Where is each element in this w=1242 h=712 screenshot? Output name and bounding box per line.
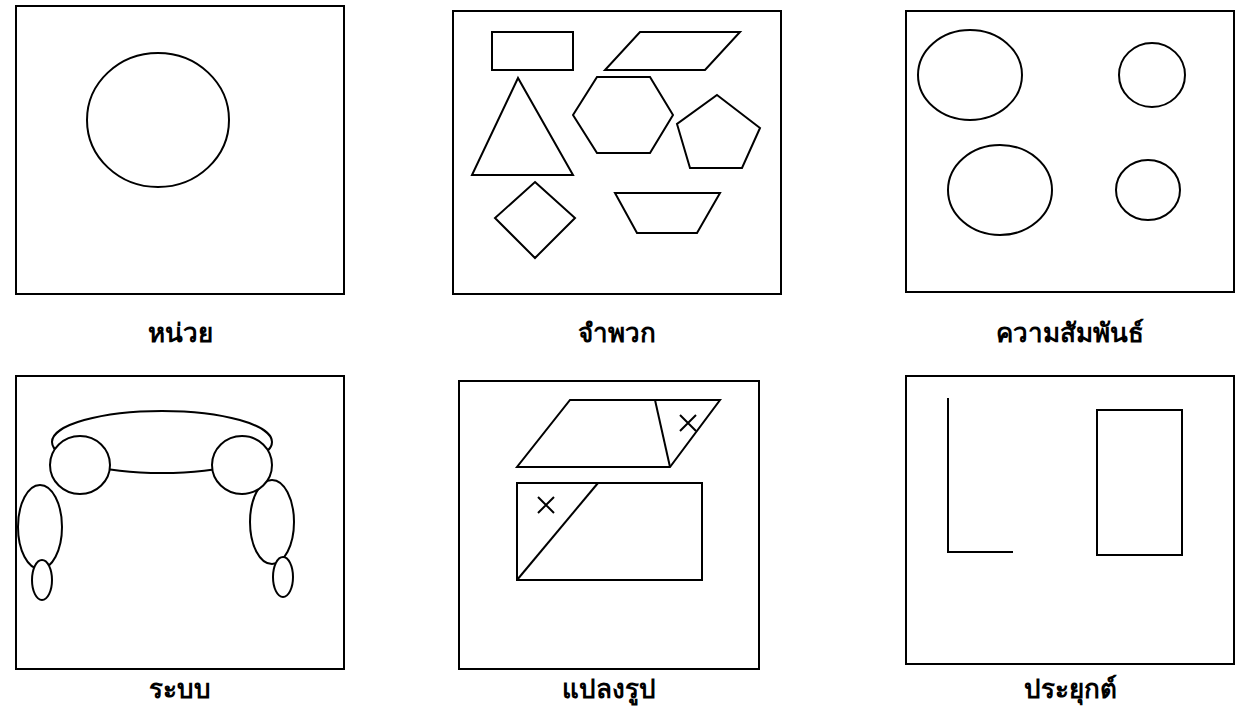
panel-frame <box>15 5 345 295</box>
triangle-shape <box>472 78 573 175</box>
cut-line <box>517 483 598 580</box>
large-circle <box>948 145 1052 235</box>
concept-panel: ความสัมพันธ์ <box>905 10 1235 352</box>
parallelogram-shape <box>605 32 740 70</box>
rectangle-shape <box>1097 410 1182 555</box>
panel-caption: หน่วย <box>15 318 345 349</box>
small-circle <box>1119 43 1185 107</box>
concept-panel: ประยุกต์ <box>905 375 1235 708</box>
panel-caption: ความสัมพันธ์ <box>905 318 1235 349</box>
panel-caption: ระบบ <box>15 674 345 705</box>
large-circle <box>918 30 1022 120</box>
concept-panel: แปลงรูป <box>458 380 760 708</box>
parallelogram-shape <box>517 400 720 467</box>
l-shape <box>948 398 1013 552</box>
cut-line <box>655 400 670 467</box>
concept-panel: หน่วย <box>15 5 345 352</box>
diamond-shape <box>495 182 575 258</box>
panel-caption: จำพวก <box>452 318 782 349</box>
concept-panel: จำพวก <box>452 10 782 352</box>
rectangle-shape <box>517 483 702 580</box>
small-circle <box>1116 160 1180 220</box>
panel-frame <box>905 375 1235 665</box>
panel-frame <box>458 380 760 670</box>
cross-mark <box>538 497 554 513</box>
cross-mark <box>680 415 696 431</box>
panel-caption: แปลงรูป <box>458 674 760 705</box>
concept-panel: ระบบ <box>15 375 345 708</box>
panel-frame <box>15 375 345 670</box>
panel-frame <box>905 10 1235 293</box>
panel-caption: ประยุกต์ <box>905 674 1235 705</box>
panel-frame <box>452 10 782 295</box>
trapezoid-shape <box>615 193 720 233</box>
crab-figure <box>18 411 294 600</box>
circle-shape <box>87 53 229 187</box>
pentagon-shape <box>677 95 760 168</box>
hexagon-shape <box>573 77 673 153</box>
rectangle-shape <box>492 32 573 70</box>
